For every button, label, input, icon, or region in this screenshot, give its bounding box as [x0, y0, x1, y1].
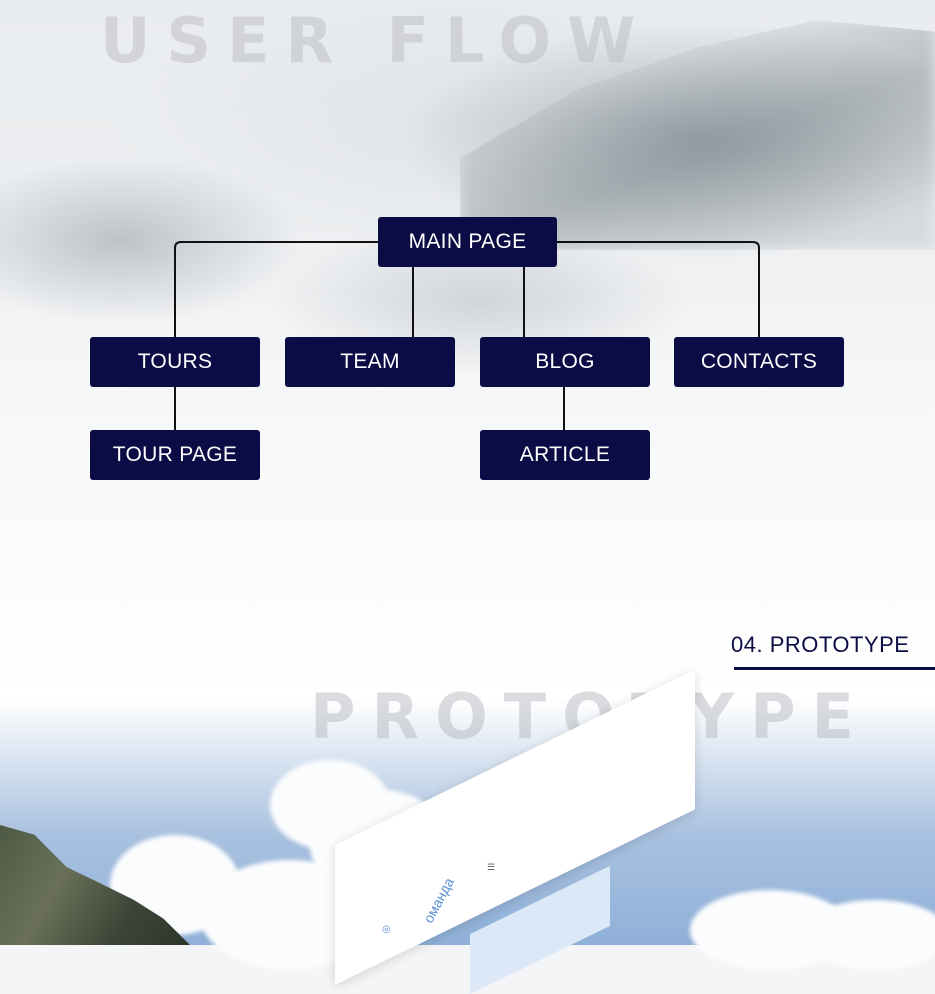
node-contacts: CONTACTS [674, 337, 844, 387]
node-team: TEAM [285, 337, 455, 387]
logo-icon: ◎ [382, 924, 391, 935]
node-main-page: MAIN PAGE [378, 217, 557, 267]
menu-icon: ☰ [487, 862, 496, 872]
node-blog: BLOG [480, 337, 650, 387]
node-tour-page: TOUR PAGE [90, 430, 260, 480]
node-article: ARTICLE [480, 430, 650, 480]
user-flow-watermark: USER FLOW [100, 4, 652, 77]
section-label: 04. PROTOTYPE [731, 632, 910, 657]
node-tours: TOURS [90, 337, 260, 387]
section-underline [734, 667, 935, 670]
